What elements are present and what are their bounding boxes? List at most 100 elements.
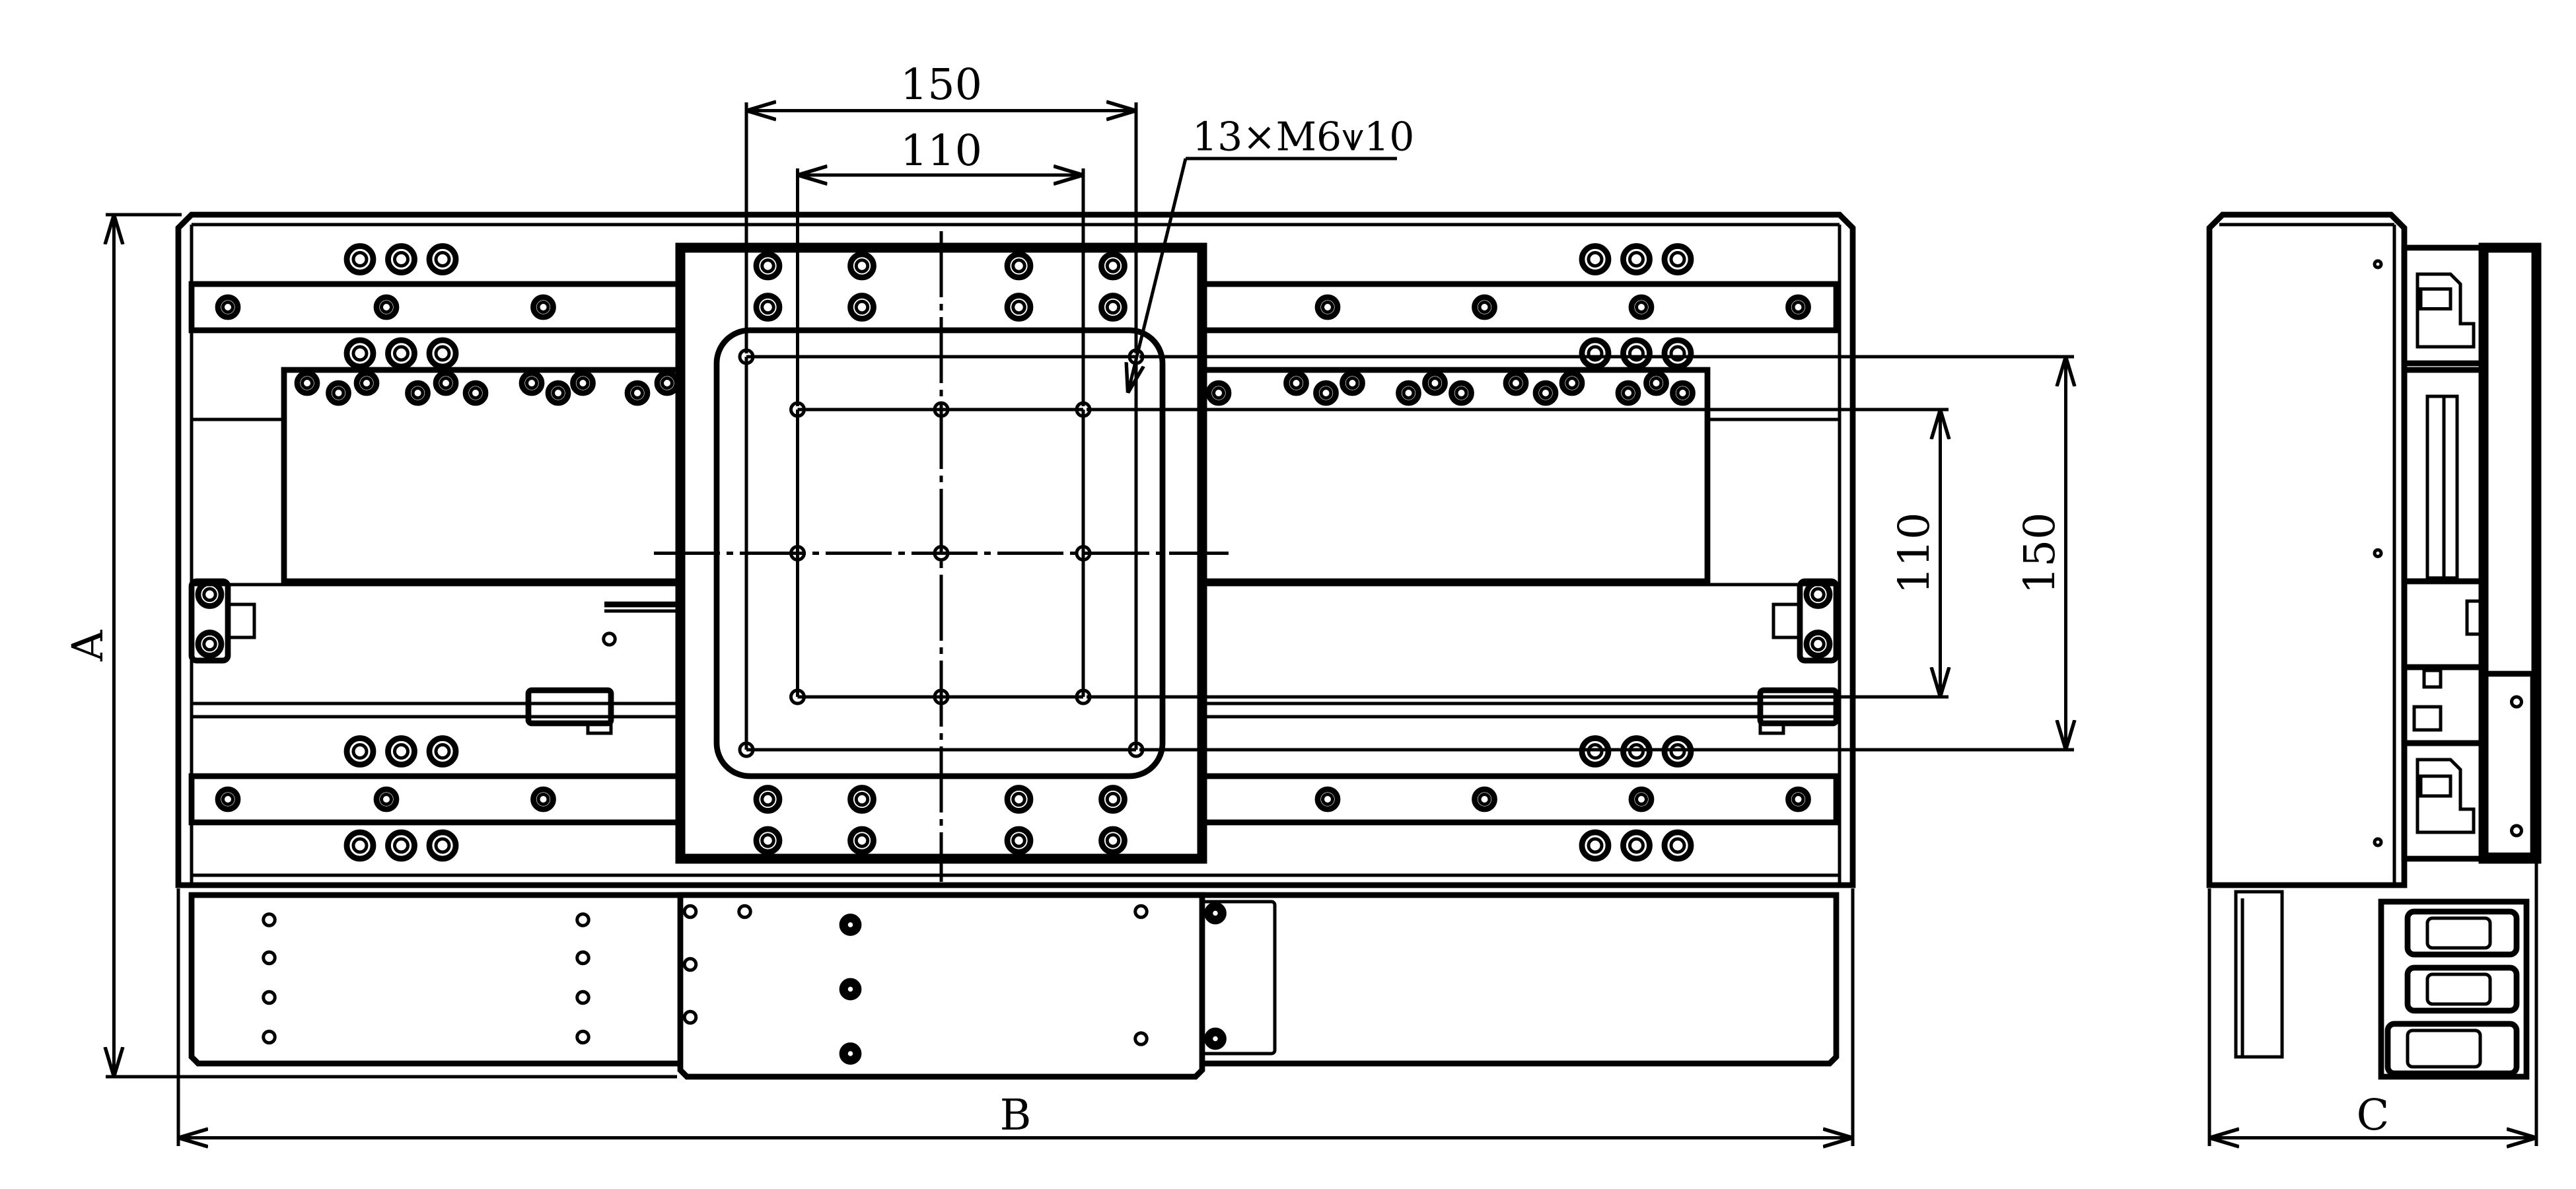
bolt-inner — [536, 793, 550, 806]
bolt-outer — [1004, 293, 1034, 322]
bolt-outer — [195, 630, 225, 659]
bolt — [847, 826, 877, 855]
bolt — [753, 785, 783, 814]
bolt-inner — [1635, 301, 1648, 314]
bolt-outer — [839, 914, 862, 936]
bolt-outer — [426, 735, 459, 768]
bolt — [353, 370, 380, 396]
bolt-inner — [1509, 377, 1522, 390]
bolt-inner — [661, 377, 674, 390]
bolt-inner — [1319, 386, 1333, 400]
bolt-outer — [1615, 380, 1641, 406]
bolt — [343, 829, 376, 862]
bolt-inner — [202, 587, 217, 602]
bolt — [1314, 294, 1341, 320]
bolt — [1098, 826, 1127, 855]
bolt-inner — [1289, 377, 1303, 390]
bolt-inner — [434, 251, 451, 268]
bolt-outer — [654, 370, 680, 396]
bolt-outer — [1283, 370, 1309, 396]
bolt — [373, 294, 400, 320]
bolt — [1579, 243, 1612, 275]
bolt-outer — [624, 380, 651, 406]
bolt — [1098, 251, 1127, 281]
bolt — [1670, 380, 1696, 406]
bolt — [1620, 829, 1653, 862]
bolt-outer — [1643, 370, 1669, 396]
bolt-outer — [1785, 294, 1811, 320]
bolt-inner — [1669, 345, 1686, 362]
bolt-inner — [360, 377, 373, 390]
hole-callout: 13×M6⩛10 — [1128, 114, 1414, 394]
bolt-inner — [1105, 299, 1121, 315]
bolt-outer — [353, 370, 380, 396]
bolt-outer — [343, 243, 376, 275]
bolt — [1422, 370, 1448, 396]
bolt-inner — [469, 386, 482, 400]
bolt-outer — [326, 380, 351, 406]
bolt-inner — [434, 345, 451, 362]
bolt — [1661, 243, 1694, 275]
bolt-inner — [1587, 837, 1604, 854]
bolt-inner — [1628, 837, 1645, 854]
dim-label-C: C — [2357, 1091, 2390, 1140]
bolt-outer — [462, 380, 489, 406]
bolt — [1615, 380, 1641, 406]
bolt-inner — [844, 919, 857, 931]
bolt — [426, 337, 459, 370]
bolt — [1785, 786, 1811, 812]
bolt — [753, 826, 783, 855]
bolt-outer — [1313, 380, 1339, 406]
bolt — [847, 293, 877, 322]
bolt-inner — [1402, 386, 1415, 400]
bolt-inner — [1587, 345, 1604, 362]
bolt-outer — [1098, 826, 1127, 855]
bolt-outer — [1098, 785, 1127, 814]
bolt-outer — [1785, 786, 1811, 812]
bolt-inner — [1587, 251, 1604, 268]
bolt-inner — [351, 251, 369, 268]
bolt — [847, 785, 877, 814]
bolt — [326, 380, 351, 406]
bolt-outer — [753, 826, 783, 855]
bolt — [343, 735, 376, 768]
bolt — [1559, 370, 1585, 396]
dim-150-vertical: 150 — [1139, 355, 2074, 752]
bolt-outer — [753, 785, 783, 814]
bolt-outer — [1661, 337, 1694, 370]
bolt-inner — [525, 377, 538, 390]
bolt-inner — [1565, 377, 1579, 390]
bolt — [654, 370, 680, 396]
bolt-inner — [1105, 791, 1121, 807]
bolt-inner — [1011, 258, 1026, 273]
bolt-outer — [385, 337, 417, 370]
bolt-inner — [434, 743, 451, 760]
dim-110-horizontal: 110 — [796, 126, 1085, 406]
bolt-outer — [433, 370, 459, 396]
bolt-outer — [1579, 829, 1612, 862]
bolt-outer — [530, 786, 556, 812]
bolt — [1628, 786, 1655, 812]
bolt-outer — [847, 293, 877, 322]
bolt-outer — [545, 380, 571, 406]
bolt-inner — [393, 837, 410, 854]
bolt-outer — [1098, 293, 1127, 322]
bolt-outer — [426, 829, 459, 862]
bolt — [1314, 786, 1341, 812]
bolt-outer — [1204, 1027, 1227, 1050]
bolt-inner — [202, 636, 217, 652]
bolt-inner — [844, 1048, 857, 1060]
dim-label-110-right: 110 — [1890, 512, 1939, 594]
bolt-inner — [1810, 636, 1826, 652]
bolt-outer — [1620, 243, 1653, 275]
bolt — [1098, 785, 1127, 814]
bolt — [1340, 370, 1365, 396]
bolt-inner — [380, 793, 393, 806]
bolt-outer — [847, 826, 877, 855]
hole — [1133, 1031, 1149, 1046]
bolt — [343, 243, 376, 275]
hole — [262, 1029, 277, 1045]
bolt-inner — [760, 833, 775, 848]
bolt-outer — [1803, 630, 1833, 659]
